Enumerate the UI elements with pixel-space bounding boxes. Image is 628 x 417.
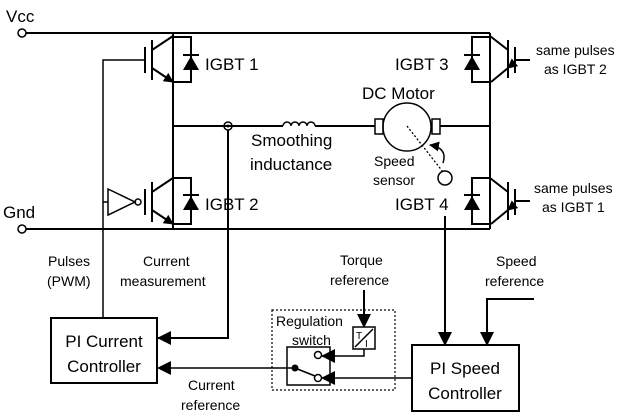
pwm-pulses-wire — [102, 59, 145, 318]
pi-speed-label: PI Speed — [430, 359, 500, 378]
regulation-switch-label: switch — [292, 332, 331, 348]
vcc-rail: Vcc — [6, 7, 490, 38]
igbt-4-note: same pulses — [534, 180, 613, 196]
current-measurement-label: measurement — [120, 273, 206, 289]
speed-sensor-label: sensor — [373, 172, 415, 188]
inductor-label: inductance — [250, 155, 332, 174]
torque-reference-label: reference — [330, 272, 389, 288]
speed-sensor-label: Speed — [374, 153, 414, 169]
gnd-label: Gnd — [3, 203, 35, 222]
motor-label: DC Motor — [362, 84, 435, 103]
igbt-1: IGBT 1 — [144, 35, 259, 83]
regulation-switch-label: Regulation — [276, 313, 343, 329]
pulses-label: Pulses — [48, 253, 90, 269]
current-measurement-wire — [157, 130, 229, 345]
igbt-3: IGBT 3 same pulses as IGBT 2 — [395, 35, 615, 83]
pulses-label: (PWM) — [47, 273, 91, 289]
speed-sensor: Speed sensor — [373, 153, 453, 188]
current-reference-label: reference — [181, 397, 240, 413]
converter-t: T — [356, 331, 362, 342]
pi-speed-label: Controller — [428, 384, 502, 403]
igbt-1-label: IGBT 1 — [205, 55, 259, 74]
speed-reference-wire — [480, 298, 534, 346]
pi-current-label: PI Current — [65, 332, 143, 351]
igbt-2-label: IGBT 2 — [205, 195, 259, 214]
igbt-4-note: as IGBT 1 — [542, 199, 605, 215]
inductor-label: Smoothing — [251, 131, 332, 150]
pi-speed-controller: PI Speed Controller — [411, 344, 520, 412]
igbt-3-note: same pulses — [536, 42, 615, 58]
igbt-2: IGBT 2 — [144, 177, 259, 225]
regulation-switch: Regulation switch T I — [271, 309, 396, 391]
torque-reference-label: Torque — [340, 252, 383, 268]
inverter-gate — [103, 187, 142, 217]
current-measurement-label: Current — [143, 253, 190, 269]
igbt-3-label: IGBT 3 — [395, 55, 449, 74]
pi-current-label: Controller — [67, 357, 141, 376]
speed-reference-label: Speed — [496, 253, 536, 269]
dc-motor: DC Motor — [362, 84, 490, 173]
vcc-label: Vcc — [6, 7, 35, 26]
igbt-3-note: as IGBT 2 — [544, 61, 607, 77]
smoothing-inductor: Smoothing inductance — [250, 121, 375, 174]
speed-reference-label: reference — [485, 273, 544, 289]
converter-i: I — [365, 339, 368, 350]
igbt-4-label: IGBT 4 — [395, 195, 449, 214]
current-reference-label: Current — [188, 377, 235, 393]
igbt-4: IGBT 4 same pulses as IGBT 1 — [395, 177, 613, 225]
torque-to-current-converter: T I — [352, 326, 376, 350]
pi-current-controller: PI Current Controller — [50, 317, 158, 384]
